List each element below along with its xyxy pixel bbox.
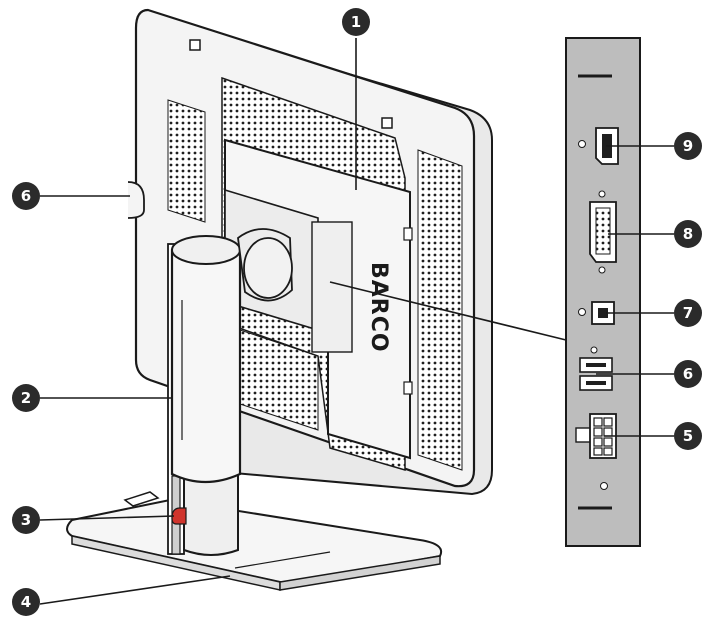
power-connector [575,413,617,459]
svg-text:5: 5 [683,427,693,445]
svg-text:7: 7 [683,304,693,322]
svg-text:6: 6 [683,365,693,383]
callout-8: 8 [674,220,702,248]
callout-6-side: 6 [12,182,40,210]
brand-logo: BARCO [366,262,391,353]
callout-6: 6 [674,360,702,388]
callout-3: 3 [12,506,40,534]
svg-text:6: 6 [21,187,31,205]
svg-text:8: 8 [683,225,693,243]
leader-line-3 [39,515,175,521]
callout-9: 9 [674,132,702,160]
connector-panel [565,37,641,547]
callout-1: 1 [342,8,370,36]
svg-text:9: 9 [683,137,693,155]
svg-text:1: 1 [351,13,361,31]
callout-5: 5 [674,422,702,450]
svg-text:3: 3 [21,511,31,529]
monitor-stand [66,228,442,591]
dvi-connector [589,190,617,274]
callout-7: 7 [674,299,702,327]
leader-lines [39,38,674,605]
callouts: 1 6 2 3 4 9 8 7 [12,8,702,616]
leader-line-4 [39,575,231,605]
usb-a-downstream-connectors [579,346,613,391]
svg-text:4: 4 [21,593,31,611]
monitor-housing [127,8,493,496]
callout-2: 2 [12,384,40,412]
svg-text:2: 2 [21,389,31,407]
leader-line-panel [329,281,567,341]
callout-4: 4 [12,588,40,616]
height-lock-pin [171,507,187,525]
